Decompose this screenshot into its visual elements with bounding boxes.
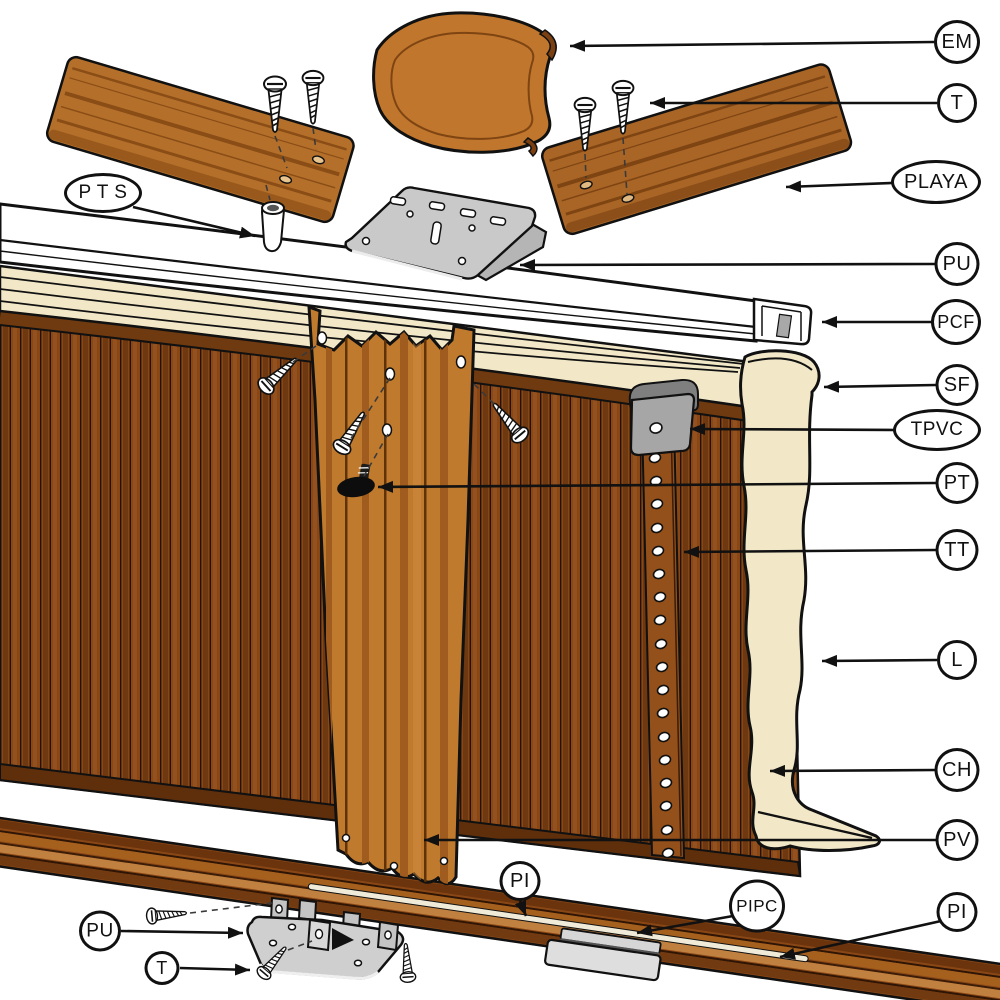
callout-pv-label: PV [943, 828, 971, 851]
callout-pcf-label: PCF [937, 311, 975, 332]
callout-pcf: PCF [931, 299, 981, 345]
callout-pu-bottom: PU [79, 910, 121, 952]
callout-pipc: PIPC [729, 879, 785, 933]
callout-l: L [937, 640, 977, 680]
wall-screws [254, 345, 533, 477]
liner-drape [739, 349, 881, 852]
pt-rivet-pin [337, 463, 375, 498]
callout-pts-label: P T S [78, 182, 128, 203]
pv-vertical-profile [307, 304, 476, 886]
callout-tpvc: TPVC [893, 409, 981, 451]
em-cap [372, 11, 557, 158]
leader-tt [683, 545, 937, 558]
leader-pipc [636, 914, 734, 937]
leader-sf [823, 380, 937, 393]
callout-ch-label: CH [942, 758, 972, 781]
leader-tpvc [689, 423, 895, 436]
callout-pu-top: PU [934, 242, 980, 286]
bottom-rail [0, 815, 1000, 1000]
tpvc-clip [628, 378, 699, 457]
pu-base-plate [145, 896, 417, 984]
callout-tt: TT [935, 529, 979, 571]
callout-pi-right: PI [936, 892, 978, 932]
callout-pi-right-label: PI [947, 900, 967, 923]
screw-icon [145, 904, 188, 926]
leader-l [821, 654, 938, 667]
playa-rail-piece [540, 63, 853, 236]
leader-pi-right [779, 919, 942, 960]
callout-pu-bottom-label: PU [86, 920, 114, 941]
callout-pipc-label: PIPC [736, 896, 778, 915]
callout-ch: CH [934, 748, 980, 792]
callout-t-bottom-label: T [156, 957, 168, 978]
leader-pts [132, 205, 256, 239]
callout-pt-label: PT [943, 471, 971, 494]
rivet-row [648, 452, 675, 859]
callout-sf-label: SF [943, 373, 971, 396]
dashed-guides [292, 345, 495, 477]
callout-t-top: T [937, 83, 977, 123]
callout-tpvc-label: TPVC [910, 419, 964, 440]
callout-pu-top-label: PU [942, 252, 972, 275]
callout-em: EM [934, 20, 980, 64]
pu-top-plate [344, 186, 548, 282]
rail-groove [307, 883, 809, 963]
pts-anchor [260, 201, 286, 253]
top-rail-piece [45, 55, 355, 224]
callout-pi-mid-label: PI [510, 869, 530, 892]
callout-sf: SF [935, 364, 979, 406]
leader-pi-mid [514, 899, 528, 917]
screw-icon [397, 942, 417, 984]
pipc-rail-connector [544, 927, 662, 982]
callout-em-label: EM [941, 30, 973, 53]
callout-tt-label: TT [944, 538, 970, 561]
callout-pt: PT [935, 462, 979, 504]
callout-pts: P T S [64, 173, 142, 213]
callout-pi-mid: PI [499, 861, 541, 901]
leader-pt [377, 480, 937, 493]
leader-ch [769, 764, 936, 777]
leader-playa [785, 180, 893, 193]
leader-lines [120, 39, 942, 976]
callout-l-label: L [951, 648, 963, 671]
callout-pv: PV [935, 819, 979, 861]
callout-t-top-label: T [950, 91, 964, 114]
callout-t-bottom: T [144, 951, 180, 985]
leader-pu-bottom [120, 926, 244, 939]
leader-pu-top [519, 258, 936, 271]
callout-playa-label: PLAYA [903, 170, 968, 193]
leader-em [569, 39, 935, 52]
tt-rivet-column [640, 418, 686, 860]
callout-playa: PLAYA [891, 160, 981, 204]
leader-t-bottom [179, 963, 251, 976]
screw-icon [301, 69, 325, 125]
